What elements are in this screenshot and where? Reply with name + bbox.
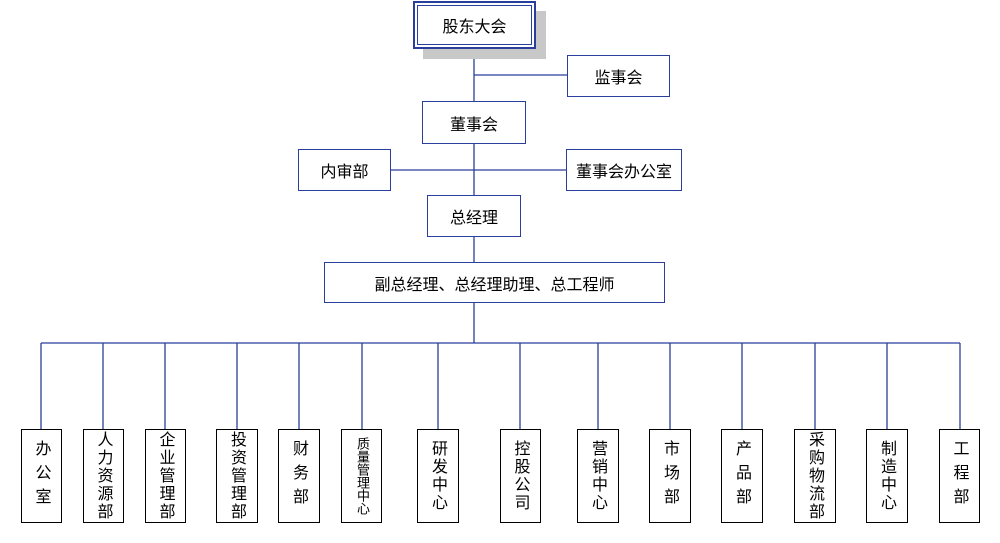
dept-label: 办公室 bbox=[32, 440, 52, 512]
dept-label: 营销中心 bbox=[589, 440, 608, 512]
dept-human-resources[interactable]: 人力资源部 bbox=[83, 429, 124, 523]
dept-engineering[interactable]: 工程部 bbox=[939, 429, 980, 523]
dept-label: 人力资源部 bbox=[94, 431, 114, 521]
dept-product[interactable]: 产品部 bbox=[721, 429, 763, 523]
dept-manufacturing-center[interactable]: 制造中心 bbox=[866, 429, 908, 523]
dept-marketing-center[interactable]: 营销中心 bbox=[577, 429, 619, 523]
node-board-of-directors[interactable]: 董事会 bbox=[422, 101, 526, 144]
dept-label: 工程部 bbox=[950, 440, 970, 512]
node-label: 内审部 bbox=[320, 162, 369, 181]
dept-office[interactable]: 办公室 bbox=[21, 429, 62, 523]
dept-label: 质量管理中心 bbox=[354, 437, 369, 515]
dept-rd-center[interactable]: 研发中心 bbox=[417, 429, 459, 523]
node-deputy-managers[interactable]: 副总经理、总经理助理、总工程师 bbox=[324, 262, 665, 303]
dept-label: 市场部 bbox=[661, 440, 680, 512]
dept-enterprise-management[interactable]: 企业管理部 bbox=[145, 429, 186, 523]
node-board-office[interactable]: 董事会办公室 bbox=[566, 149, 682, 191]
dept-label: 财务部 bbox=[290, 440, 309, 512]
dept-label: 采购物流部 bbox=[806, 431, 825, 521]
dept-label: 企业管理部 bbox=[156, 431, 176, 521]
node-label: 副总经理、总经理助理、总工程师 bbox=[374, 274, 615, 294]
dept-label: 研发中心 bbox=[429, 440, 448, 512]
dept-holding-company[interactable]: 控股公司 bbox=[500, 429, 541, 523]
node-label: 监事会 bbox=[594, 68, 643, 87]
dept-label: 控股公司 bbox=[511, 440, 531, 512]
dept-finance[interactable]: 财务部 bbox=[278, 429, 320, 523]
dept-market[interactable]: 市场部 bbox=[649, 429, 691, 523]
dept-purchasing-logistics[interactable]: 采购物流部 bbox=[794, 429, 836, 523]
dept-label: 产品部 bbox=[733, 440, 752, 512]
node-internal-audit[interactable]: 内审部 bbox=[298, 149, 391, 191]
node-shareholders-meeting[interactable]: 股东大会 bbox=[413, 1, 536, 49]
dept-quality-management[interactable]: 质量管理中心 bbox=[341, 429, 382, 523]
node-label: 董事会 bbox=[449, 114, 498, 134]
node-supervisory-board[interactable]: 监事会 bbox=[567, 55, 670, 97]
node-label: 董事会办公室 bbox=[575, 162, 672, 181]
node-label: 总经理 bbox=[449, 208, 498, 227]
dept-investment-management[interactable]: 投资管理部 bbox=[216, 429, 258, 523]
node-label: 股东大会 bbox=[442, 17, 507, 36]
node-general-manager[interactable]: 总经理 bbox=[427, 195, 521, 237]
dept-label: 制造中心 bbox=[878, 440, 897, 512]
dept-label: 投资管理部 bbox=[228, 431, 247, 521]
